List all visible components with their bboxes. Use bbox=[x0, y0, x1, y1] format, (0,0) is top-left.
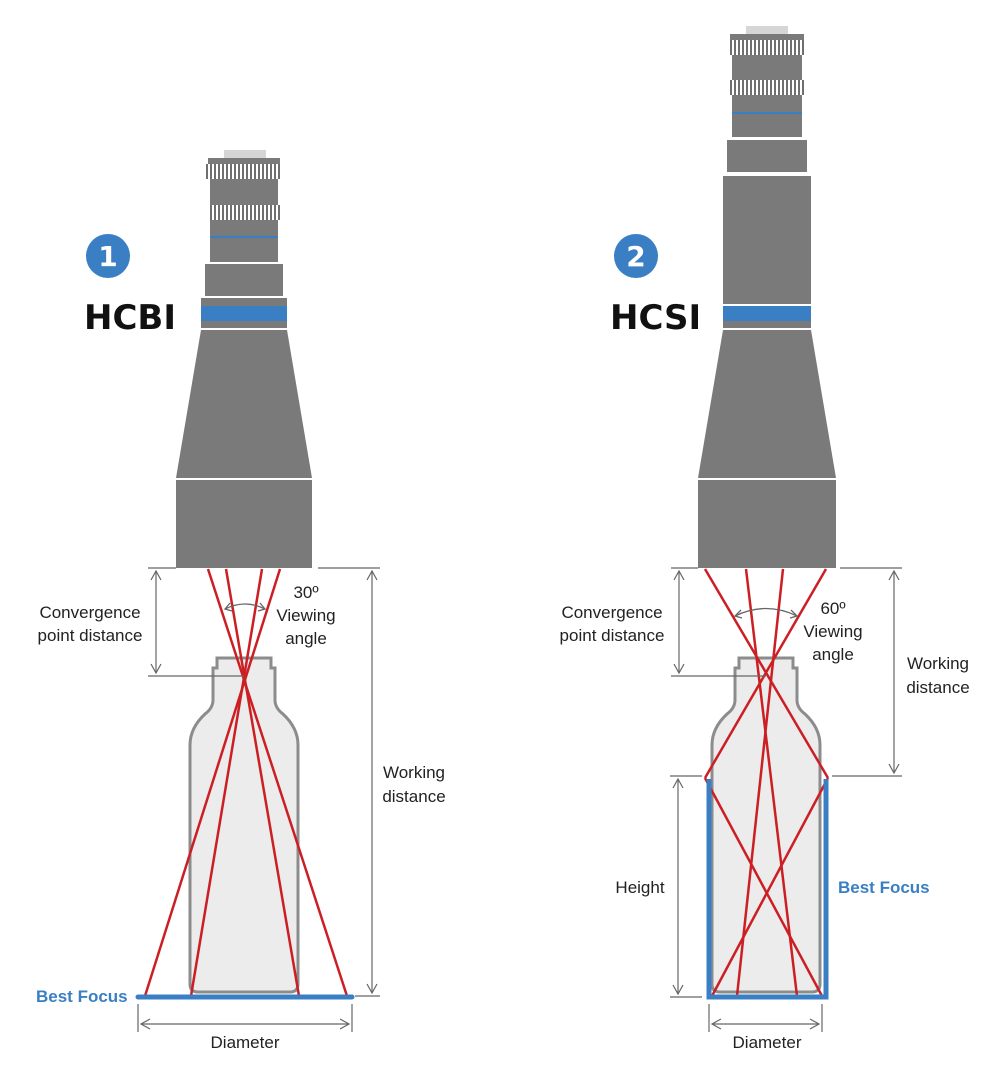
hcbi-angle-label-2: angle bbox=[285, 629, 327, 648]
hcbi-angle-label-1: Viewing bbox=[276, 606, 335, 625]
hcsi-best-focus-label: Best Focus bbox=[838, 878, 930, 897]
hcsi-height-dimension bbox=[670, 775, 702, 998]
hcsi-working-dimension bbox=[832, 567, 902, 777]
panel-hcbi: 1 HCBI 30º Viewing angle Convergence poi… bbox=[36, 150, 446, 1052]
hcbi-best-focus-label: Best Focus bbox=[36, 987, 128, 1006]
hcsi-working-label-2: distance bbox=[906, 678, 969, 697]
hcbi-diameter-dimension bbox=[137, 1004, 353, 1032]
hcbi-working-label-2: distance bbox=[382, 787, 445, 806]
hcsi-lens bbox=[698, 26, 836, 568]
hcsi-angle-label-1: Viewing bbox=[803, 622, 862, 641]
hcbi-convergence-label-2: point distance bbox=[38, 626, 143, 645]
hcsi-angle-arc bbox=[734, 607, 798, 617]
hcbi-bottle bbox=[188, 656, 300, 994]
hcsi-number-badge bbox=[614, 234, 658, 278]
hcbi-rays bbox=[143, 568, 349, 997]
hcbi-title: HCBI bbox=[84, 298, 176, 338]
hcbi-number-badge bbox=[86, 234, 130, 278]
hcbi-convergence-label-1: Convergence bbox=[39, 603, 140, 622]
hcsi-convergence-label-2: point distance bbox=[560, 626, 665, 645]
hcsi-angle-value: 60º bbox=[820, 599, 845, 618]
hcbi-working-label-1: Working bbox=[383, 763, 445, 782]
hcbi-working-dimension bbox=[318, 567, 380, 997]
hcsi-bottle bbox=[710, 656, 822, 994]
hcbi-angle-value: 30º bbox=[293, 583, 318, 602]
hcsi-title: HCSI bbox=[610, 298, 701, 338]
hcbi-lens bbox=[176, 150, 312, 568]
hcsi-height-label: Height bbox=[615, 878, 664, 897]
hcsi-working-label-1: Working bbox=[907, 654, 969, 673]
hcsi-rays bbox=[703, 568, 830, 997]
hcsi-convergence-label-1: Convergence bbox=[561, 603, 662, 622]
hcsi-best-focus-region bbox=[706, 779, 829, 1000]
hcsi-diameter-label: Diameter bbox=[733, 1033, 802, 1052]
panel-hcsi: 2 HCSI 60º Viewing angle Convergence bbox=[560, 26, 970, 1052]
hcsi-number: 2 bbox=[626, 240, 645, 273]
hcbi-diameter-label: Diameter bbox=[211, 1033, 280, 1052]
hcsi-diameter-dimension bbox=[708, 1004, 823, 1032]
hcsi-convergence-dimension bbox=[671, 567, 766, 677]
hcbi-angle-arc bbox=[224, 603, 266, 610]
hcbi-number: 1 bbox=[98, 240, 117, 273]
hcsi-angle-label-2: angle bbox=[812, 645, 854, 664]
hcbi-convergence-dimension bbox=[148, 567, 244, 677]
